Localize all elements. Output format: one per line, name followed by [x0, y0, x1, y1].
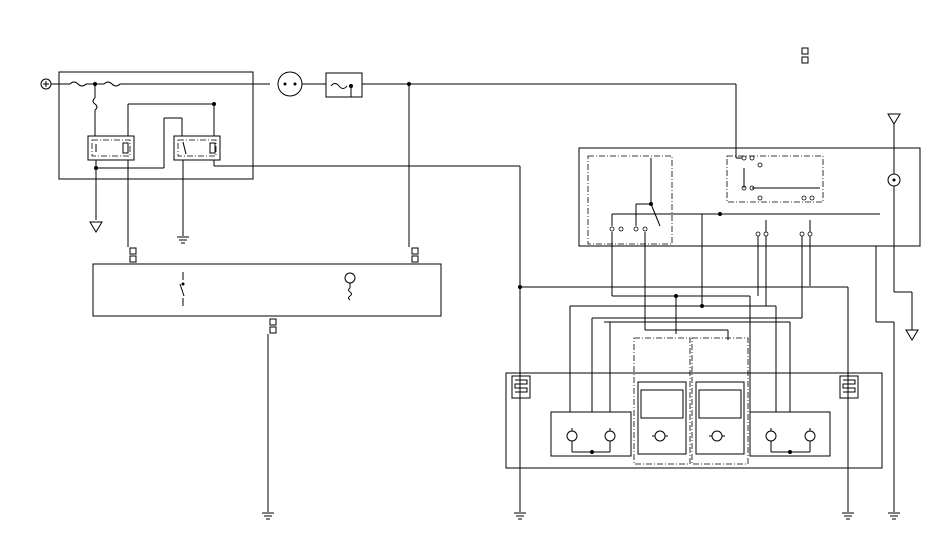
lamp-icon	[887, 173, 901, 187]
fuse-icon	[92, 97, 98, 111]
ground-icon	[887, 113, 901, 125]
ground-icon	[262, 512, 274, 520]
relay-icon	[173, 135, 221, 161]
fuse-icon	[325, 72, 363, 98]
heater-element-icon	[839, 375, 859, 399]
ground-icon	[89, 221, 103, 233]
motor-icon	[709, 430, 725, 442]
relay-icon	[87, 135, 135, 161]
ground-icon	[842, 512, 854, 520]
motor-icon	[566, 428, 578, 442]
connector-icon	[269, 318, 277, 334]
ground-icon	[888, 512, 900, 520]
switch-unit	[578, 147, 921, 247]
motor-icon	[765, 428, 777, 442]
fuse-icon	[103, 81, 121, 87]
ground-icon	[514, 512, 526, 520]
heater-element-icon	[511, 375, 531, 399]
fuse-icon	[69, 81, 87, 87]
control-module	[92, 263, 442, 317]
switch-icon	[179, 272, 185, 306]
connector-icon	[801, 47, 809, 64]
ground-icon	[177, 236, 189, 244]
ground-icon	[905, 329, 919, 341]
motor-icon	[652, 430, 668, 442]
battery-icon	[40, 78, 52, 90]
motor-icon	[604, 428, 616, 442]
motor-icon	[804, 428, 816, 442]
connector-icon	[411, 247, 419, 263]
lamp-icon	[277, 71, 303, 97]
fuse-relay-box	[40, 71, 520, 247]
lamp-icon	[344, 272, 356, 301]
mirror-assembly	[505, 337, 883, 469]
connector-icon	[129, 247, 137, 263]
